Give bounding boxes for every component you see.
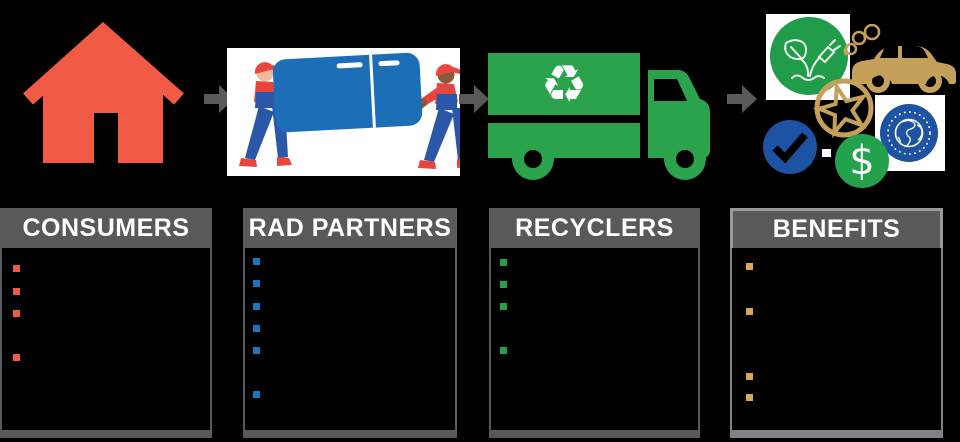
checkmark-icon [762, 119, 818, 175]
bullet-marker [13, 288, 20, 295]
recycling-truck-icon: ♻ [488, 52, 714, 182]
rad-partners-panel: RAD PARTNERS [243, 208, 457, 438]
benefits-panel-title: BENEFITS [772, 215, 901, 243]
bullet-marker [500, 259, 507, 266]
bullet-marker [746, 394, 753, 401]
bullet-marker [13, 310, 20, 317]
bullet-marker [253, 347, 260, 354]
benefits-panel-header: BENEFITS [730, 208, 943, 248]
consumers-panel-header: CONSUMERS [0, 208, 212, 248]
bullet-marker [253, 325, 260, 332]
car-exhaust-icon [838, 23, 960, 94]
recyclers-panel-header: RECYCLERS [489, 208, 700, 248]
recyclers-panel-title: RECYCLERS [515, 213, 674, 242]
flow-arrow-icon [727, 85, 757, 113]
movers-carrying-refrigerator-icon [227, 48, 472, 176]
dollar-icon: $ [835, 134, 889, 188]
bullet-marker [746, 308, 753, 315]
bullet-marker [13, 354, 20, 361]
benefits-panel-body [730, 248, 943, 438]
recyclers-panel: RECYCLERS [489, 208, 700, 438]
bullet-marker [253, 303, 260, 310]
consumers-panel-body [0, 248, 212, 438]
bullet-marker [500, 347, 507, 354]
bullet-marker [253, 391, 260, 398]
flow-arrow-icon [459, 85, 489, 113]
bullet-marker [500, 303, 507, 310]
refrigerator [272, 52, 423, 133]
rad-partners-panel-header: RAD PARTNERS [243, 208, 457, 248]
dollar-sign: $ [849, 138, 875, 184]
small-square-decoration [822, 149, 831, 157]
bullet-marker [13, 265, 20, 272]
flow-arrow-icon [204, 85, 234, 113]
benefits-panel: BENEFITS [730, 208, 943, 438]
rad-partners-panel-body [243, 248, 457, 438]
bullet-marker [746, 263, 753, 270]
consumers-panel-title: CONSUMERS [22, 213, 190, 242]
consumers-panel: CONSUMERS [0, 208, 212, 438]
rad-partners-panel-title: RAD PARTNERS [248, 213, 452, 242]
recycle-symbol-icon: ♻ [541, 55, 588, 115]
star-badge-icon [812, 77, 875, 139]
bullet-marker [746, 373, 753, 380]
leaf-plug-icon [766, 14, 850, 100]
bullet-marker [253, 258, 260, 265]
house-icon [22, 20, 185, 164]
recyclers-panel-body [489, 248, 700, 438]
bullet-marker [500, 281, 507, 288]
globe-icon [875, 95, 945, 171]
bullet-marker [253, 280, 260, 287]
